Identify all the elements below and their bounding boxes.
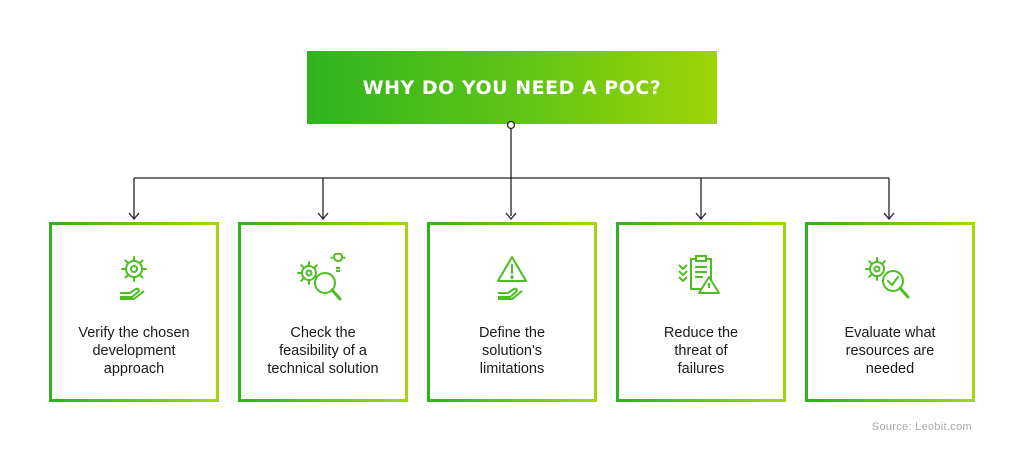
card-check-feasibility: Check the feasibility of a technical sol… (238, 222, 408, 402)
card-label: Evaluate what resources are needed (844, 325, 936, 377)
diagram-title: WHY DO YOU NEED A POC? (362, 76, 662, 99)
checklist-warning-icon (671, 253, 731, 309)
source-credit: Source: Leobit.com (871, 421, 972, 433)
arrow-head-5 (883, 212, 895, 221)
card-define-limitations: Define the solution's limitations (427, 222, 597, 402)
card-reduce-failures: Reduce the threat of failures (616, 222, 786, 402)
card-label: Define the solution's limitations (478, 325, 546, 377)
card-evaluate-resources: Evaluate what resources are needed (805, 222, 975, 402)
arrow-head-3 (505, 212, 517, 221)
warning-hand-icon (482, 253, 542, 309)
title-box: WHY DO YOU NEED A POC? (307, 51, 717, 124)
card-label: Reduce the threat of failures (663, 325, 739, 377)
card-verify-approach: Verify the chosen development approach (49, 222, 219, 402)
arrow-head-4 (695, 212, 707, 221)
gear-magnifier-bulb-icon (293, 253, 353, 309)
gear-magnifier-check-icon (860, 253, 920, 309)
card-label: Check the feasibility of a technical sol… (267, 325, 379, 377)
connector-origin-dot (506, 120, 516, 130)
arrow-head-1 (128, 212, 140, 221)
arrow-head-2 (317, 212, 329, 221)
gear-hand-icon (104, 253, 164, 309)
card-label: Verify the chosen development approach (78, 325, 190, 377)
